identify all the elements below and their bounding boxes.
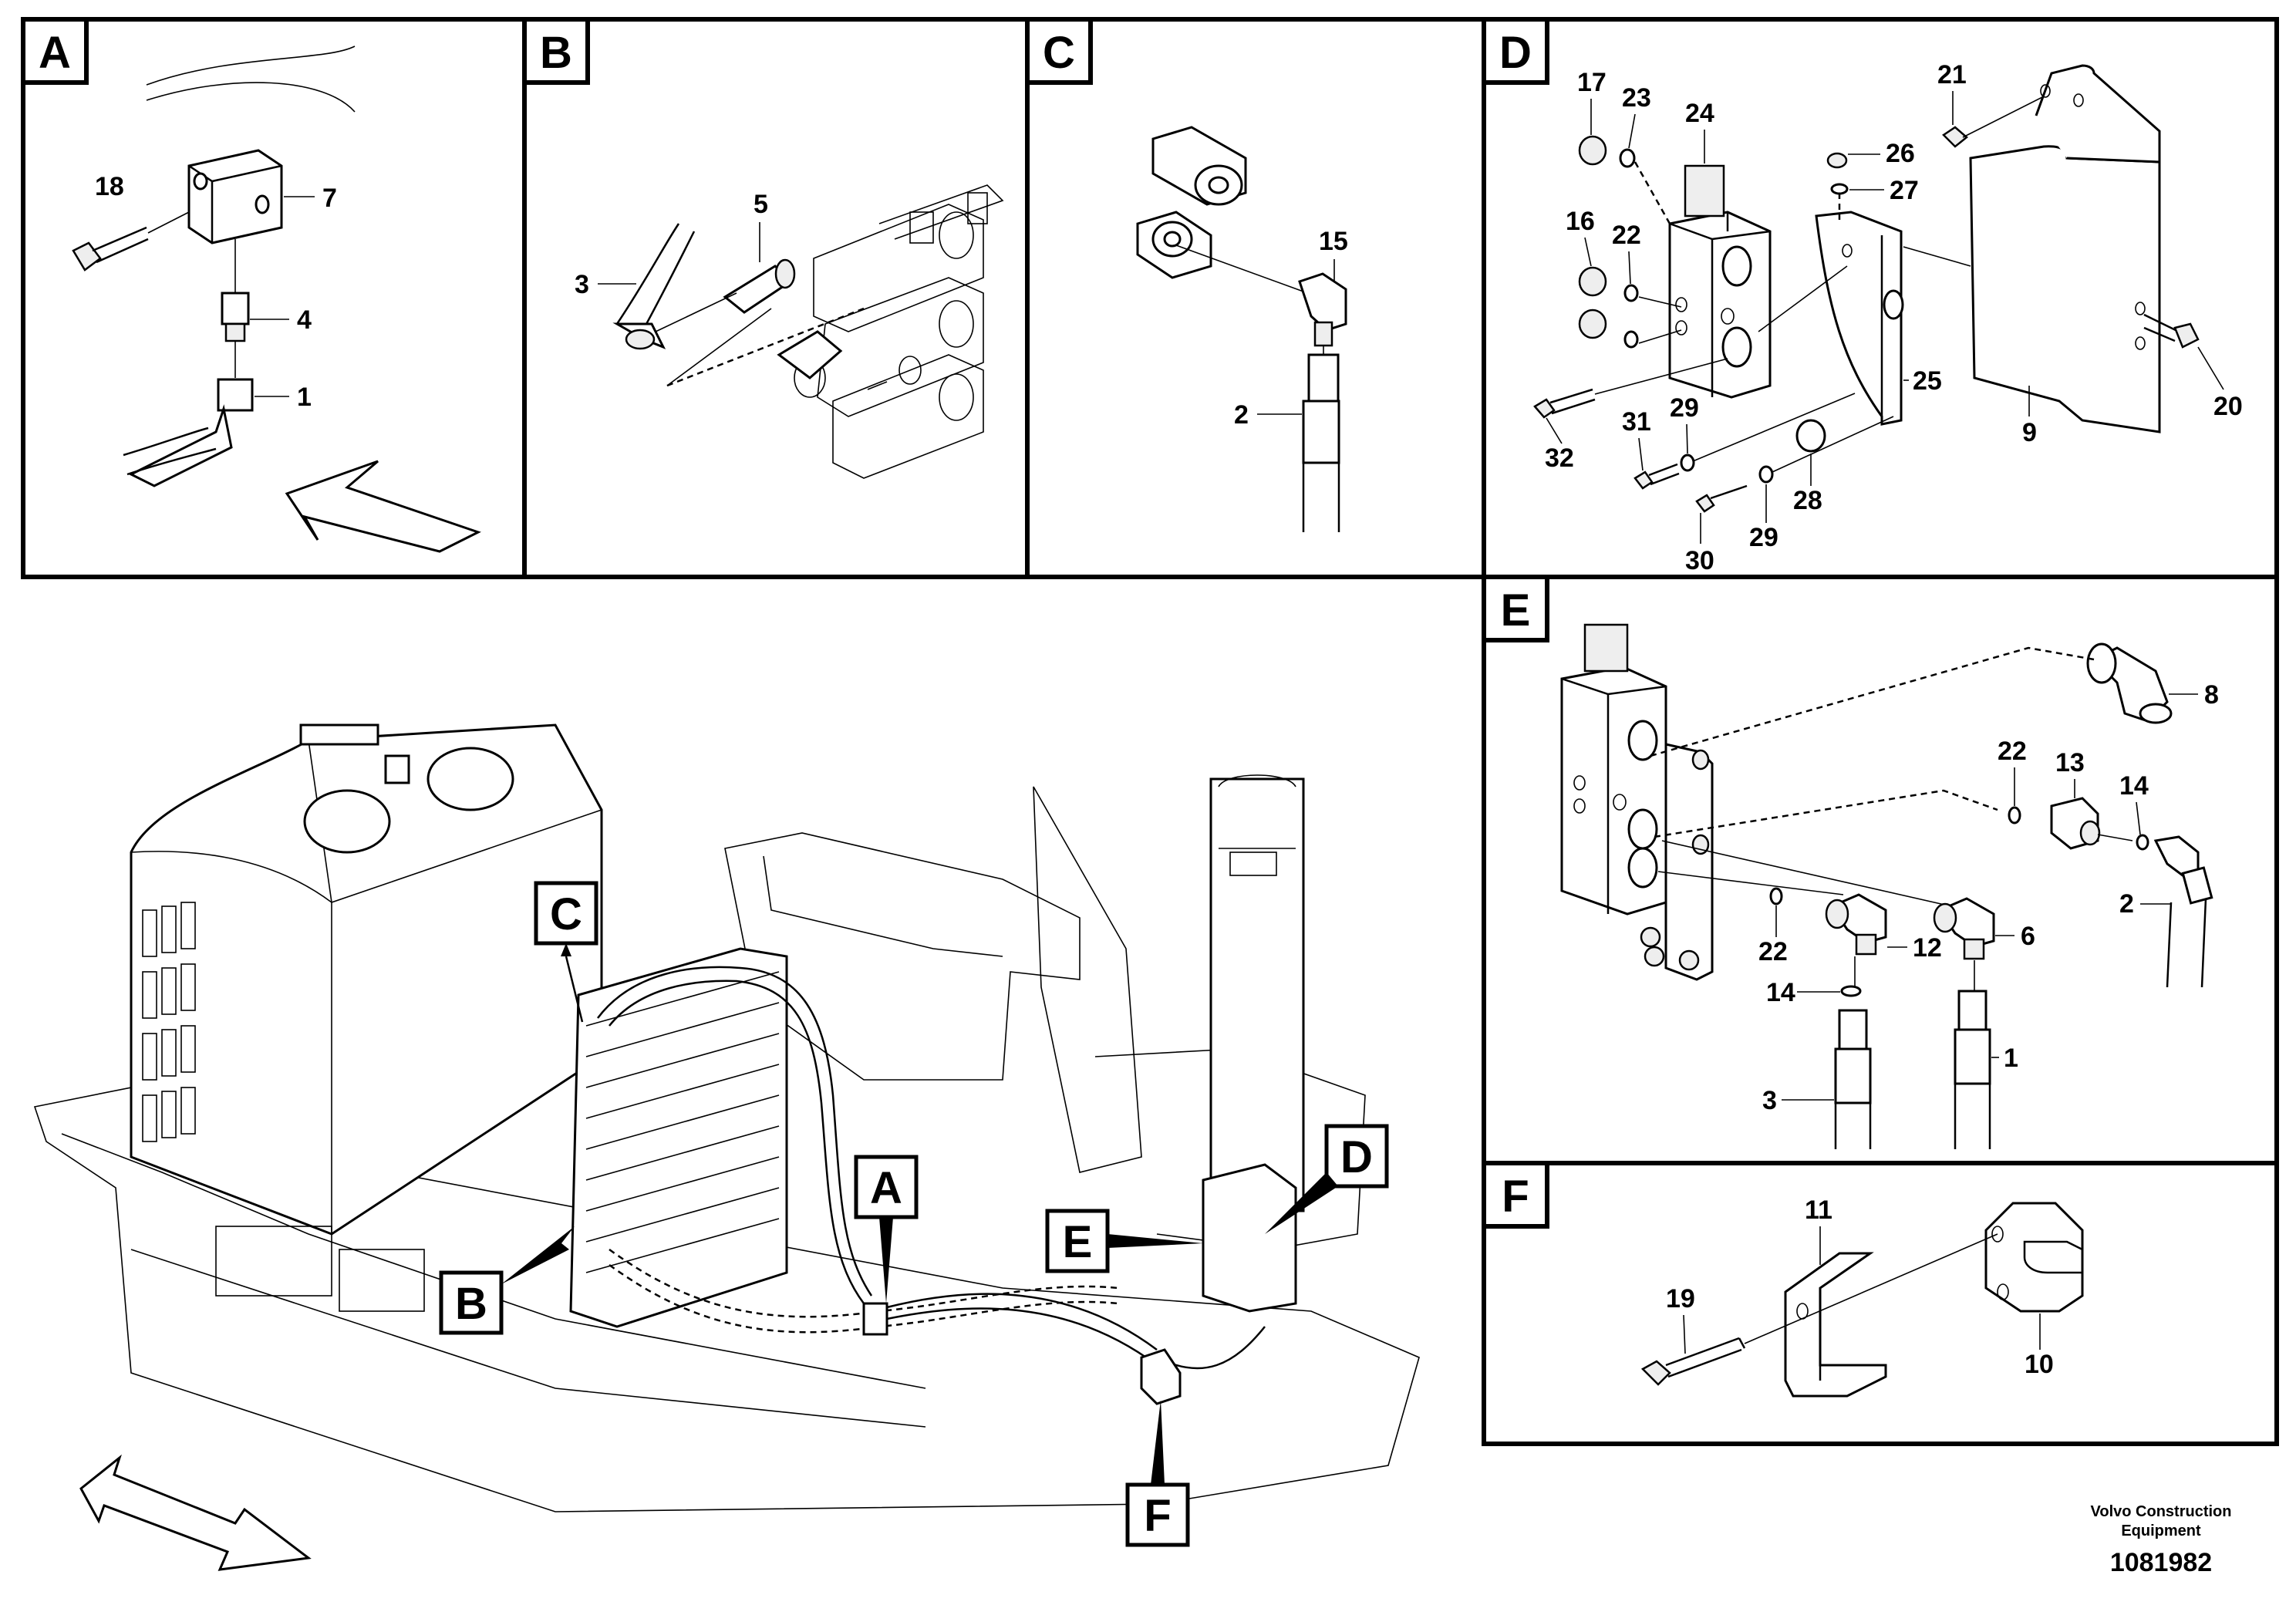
overview-callout-f: F [1125, 1400, 1190, 1547]
callout-29-lower: 29 [1749, 523, 1778, 552]
callout-4: 4 [297, 305, 312, 335]
callout-22-upper: 22 [1998, 737, 2027, 766]
svg-text:D: D [1340, 1132, 1373, 1182]
panel-b-letter: B [540, 28, 572, 78]
panel-a-frame [21, 17, 527, 579]
callout-3: 3 [575, 270, 589, 299]
callout-27: 27 [1890, 176, 1919, 205]
panel-c-callouts: 15 2 [1234, 227, 1348, 430]
company-name-line2: Equipment [2121, 1523, 2201, 1539]
callout-14-upper: 14 [2119, 771, 2149, 801]
drawing-number: 1081982 [2110, 1548, 2212, 1577]
direction-arrow [79, 1454, 312, 1571]
overview-callout-a: A [854, 1155, 919, 1303]
callout-11: 11 [1805, 1195, 1832, 1225]
panel-a-drawing [72, 46, 481, 553]
callout-21: 21 [1937, 60, 1967, 89]
callout-12: 12 [1913, 933, 1942, 963]
panel-f-drawing [1640, 1202, 2084, 1398]
svg-text:C: C [550, 889, 582, 939]
overview-callout-e: E [1045, 1209, 1203, 1273]
panel-c-frame [1025, 17, 1486, 579]
callout-14-lower: 14 [1766, 978, 1795, 1007]
panel-a-letter: A [39, 28, 71, 78]
callout-18: 18 [95, 172, 124, 201]
panel-e-letter-box: E [1482, 575, 1549, 642]
overview-machine-drawing [33, 723, 1420, 1512]
panel-d-letter-box: D [1482, 17, 1549, 85]
callout-30: 30 [1685, 546, 1714, 575]
callout-2: 2 [1234, 400, 1249, 430]
callout-28: 28 [1793, 486, 1822, 515]
callout-29-upper: 29 [1670, 393, 1699, 423]
panel-d-letter: D [1499, 28, 1532, 78]
callout-7: 7 [322, 184, 337, 213]
callout-6: 6 [2021, 922, 2035, 951]
panel-f-letter-box: F [1482, 1161, 1549, 1229]
callout-15: 15 [1319, 227, 1348, 256]
callout-25: 25 [1913, 366, 1942, 396]
callout-3-e: 3 [1762, 1086, 1777, 1115]
panel-b-drawing [612, 184, 1004, 479]
callout-13: 13 [2055, 748, 2085, 777]
panel-d-drawing [1533, 64, 2200, 513]
callout-8: 8 [2204, 680, 2219, 710]
callout-9: 9 [2022, 418, 2037, 447]
panel-c-letter-box: C [1025, 17, 1093, 85]
callout-17: 17 [1577, 68, 1607, 97]
callout-16: 16 [1566, 207, 1595, 236]
callout-23: 23 [1622, 83, 1651, 113]
svg-text:B: B [455, 1279, 487, 1329]
callout-24: 24 [1685, 99, 1714, 128]
panel-b-frame [522, 17, 1030, 579]
panel-f-callouts: 11 19 10 [1666, 1195, 2054, 1379]
panel-d-callouts: 17 23 24 21 26 27 16 22 25 20 9 32 31 29… [1545, 60, 2243, 575]
callout-1: 1 [297, 383, 312, 412]
panel-e-letter: E [1501, 585, 1531, 636]
callout-1-e: 1 [2004, 1044, 2018, 1073]
panel-b-callouts: 5 3 [575, 190, 768, 299]
panel-e-callouts: 8 22 13 14 2 22 12 6 14 1 3 [1758, 680, 2219, 1115]
panel-c-drawing [1136, 126, 1347, 532]
callout-22-lower: 22 [1758, 937, 1788, 966]
overview-callout-d: D [1265, 1124, 1389, 1234]
svg-text:A: A [870, 1163, 902, 1213]
callout-26: 26 [1886, 139, 1915, 168]
company-name-line1: Volvo Construction [2091, 1503, 2232, 1520]
callout-10: 10 [2025, 1350, 2054, 1379]
panel-c-letter: C [1043, 28, 1075, 78]
panel-f-letter: F [1502, 1172, 1529, 1222]
panel-e-drawing [1560, 623, 2213, 1149]
panel-a-letter-box: A [21, 17, 89, 85]
callout-19: 19 [1666, 1284, 1695, 1313]
panel-a-callouts: 18 7 4 1 [95, 172, 337, 412]
panel-f-frame [1482, 1161, 2279, 1446]
svg-text:F: F [1144, 1491, 1171, 1541]
callout-22: 22 [1612, 221, 1641, 250]
callout-5: 5 [754, 190, 768, 219]
overview-callout-b: B [439, 1226, 575, 1335]
callout-2-e: 2 [2119, 889, 2134, 919]
callout-31: 31 [1622, 407, 1651, 437]
callout-20: 20 [2213, 392, 2243, 421]
overview-callout-c: C [534, 881, 598, 1023]
svg-text:E: E [1063, 1217, 1093, 1267]
panel-b-letter-box: B [522, 17, 590, 85]
callout-32: 32 [1545, 443, 1574, 473]
footer: Volvo Construction Equipment 1081982 [2091, 1503, 2232, 1577]
